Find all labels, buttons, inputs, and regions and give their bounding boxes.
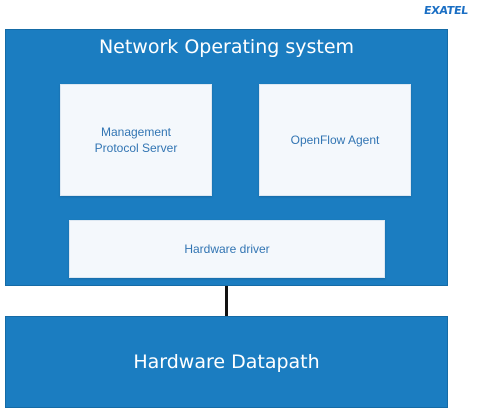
hardware-datapath-label: Hardware Datapath: [133, 351, 320, 373]
exatel-logo: EXATEL: [423, 4, 469, 17]
management-protocol-server-label: Management Protocol Server: [94, 125, 178, 155]
openflow-agent-label: OpenFlow Agent: [290, 133, 380, 147]
hardware-driver-label: Hardware driver: [184, 242, 270, 256]
hardware-datapath-panel: Hardware Datapath: [5, 316, 448, 408]
connector-line: [225, 286, 228, 316]
hardware-driver-box: Hardware driver: [69, 220, 385, 278]
management-protocol-server-box: Management Protocol Server: [60, 84, 212, 196]
network-os-panel: Network Operating system Management Prot…: [5, 29, 448, 286]
openflow-agent-box: OpenFlow Agent: [259, 84, 411, 196]
network-os-title: Network Operating system: [98, 36, 355, 58]
